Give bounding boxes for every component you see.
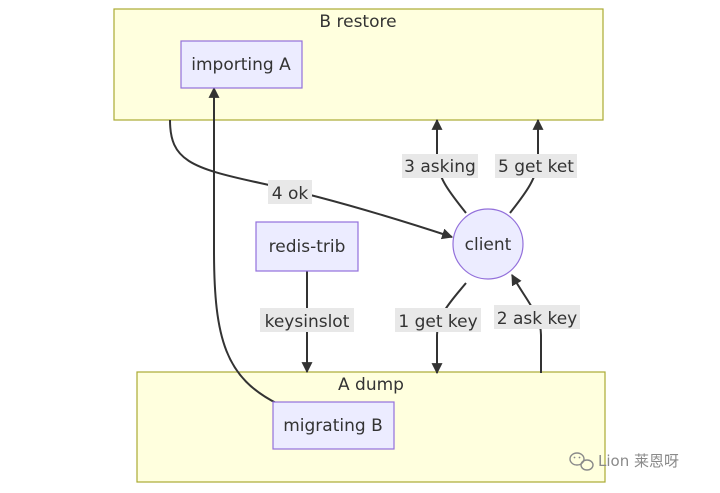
node-client: client xyxy=(452,208,524,280)
svg-text:importing A: importing A xyxy=(191,55,291,75)
edge-ok xyxy=(169,119,454,240)
cluster-a-dump-title: A dump xyxy=(338,375,404,395)
node-importing-a: importing A xyxy=(180,40,303,89)
svg-text:redis-trib: redis-trib xyxy=(269,237,346,257)
edge-label-ok: 4 ok xyxy=(268,180,312,204)
cluster-a-dump: A dump xyxy=(136,371,606,483)
svg-text:keysinslot: keysinslot xyxy=(265,312,350,332)
edge-label-get-ket: 5 get ket xyxy=(495,154,577,178)
edge-migrating-to-importing xyxy=(208,86,279,405)
watermark: Lion 莱恩呀 xyxy=(569,452,679,471)
svg-text:1 get key: 1 get key xyxy=(398,312,477,332)
svg-text:3 asking: 3 asking xyxy=(404,157,476,177)
svg-text:2 ask key: 2 ask key xyxy=(497,309,578,329)
edge-label-get-key: 1 get key xyxy=(395,308,481,332)
edge-label-keysinslot: keysinslot xyxy=(260,308,354,332)
edge-label-asking: 3 asking xyxy=(402,154,478,178)
edge-label-ask-key: 2 ask key xyxy=(494,305,580,329)
svg-text:migrating B: migrating B xyxy=(283,416,383,436)
node-redis-trib: redis-trib xyxy=(255,221,359,272)
cluster-b-restore-title: B restore xyxy=(319,12,396,32)
svg-text:5 get ket: 5 get ket xyxy=(498,157,574,177)
wechat-icon xyxy=(569,452,594,471)
svg-text:4 ok: 4 ok xyxy=(272,184,309,204)
node-migrating-b: migrating B xyxy=(272,401,395,450)
watermark-text: Lion 莱恩呀 xyxy=(598,452,679,470)
svg-text:client: client xyxy=(465,235,512,255)
